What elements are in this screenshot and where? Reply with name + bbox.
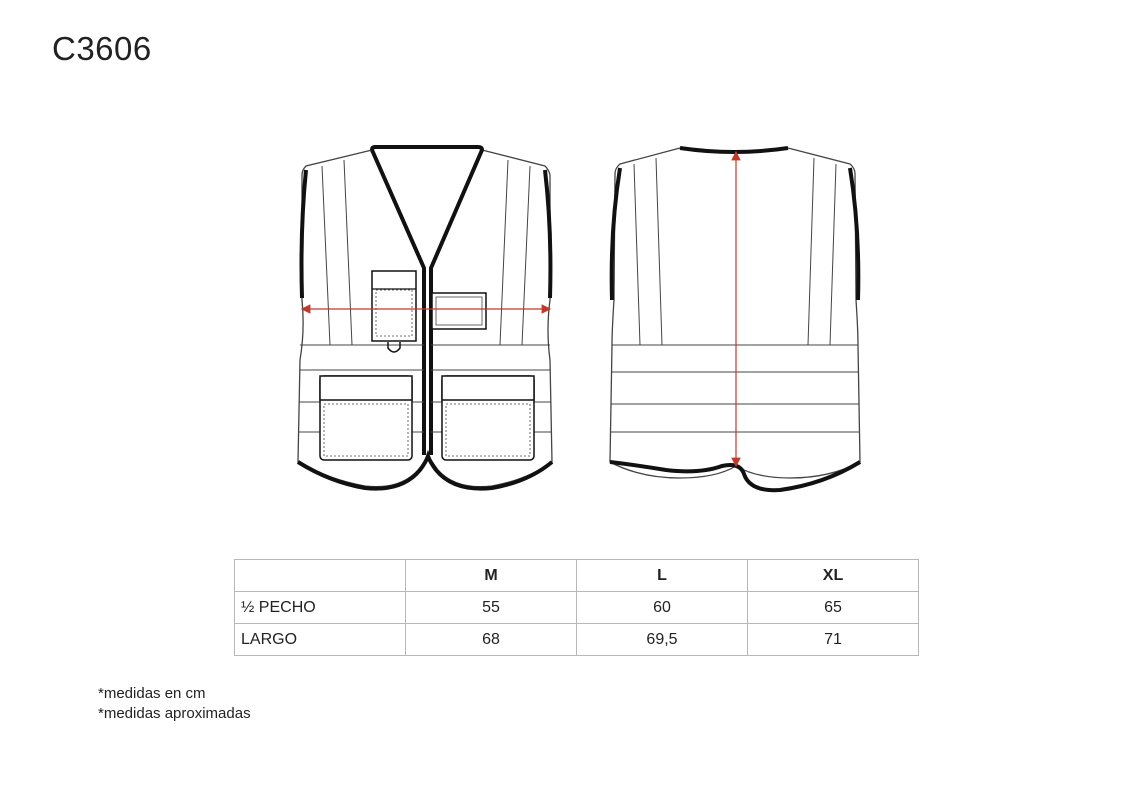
table-row: ½ PECHO 55 60 65 <box>234 591 919 624</box>
table-cell: 69,5 <box>576 623 748 656</box>
table-header-xl: XL <box>747 559 919 592</box>
vest-back-view <box>609 146 862 493</box>
row-label-length: LARGO <box>234 623 406 656</box>
table-header-empty <box>234 559 406 592</box>
table-header-m: M <box>405 559 577 592</box>
note-approximate: *medidas aproximadas <box>98 705 251 722</box>
note-units: *medidas en cm <box>98 685 206 702</box>
table-cell: 60 <box>576 591 748 624</box>
row-label-chest: ½ PECHO <box>234 591 406 624</box>
table-cell: 68 <box>405 623 577 656</box>
vest-front-view <box>296 145 554 491</box>
table-header-l: L <box>576 559 748 592</box>
table-cell: 55 <box>405 591 577 624</box>
table-header-row: M L XL <box>234 559 919 592</box>
size-chart-table: M L XL ½ PECHO 55 60 65 LARGO 68 69,5 71 <box>234 559 919 656</box>
table-cell: 71 <box>747 623 919 656</box>
product-code-title: C3606 <box>52 30 152 67</box>
table-row: LARGO 68 69,5 71 <box>234 623 919 656</box>
measurement-notes: *medidas en cm *medidas aproximadas <box>98 684 251 724</box>
table-cell: 65 <box>747 591 919 624</box>
